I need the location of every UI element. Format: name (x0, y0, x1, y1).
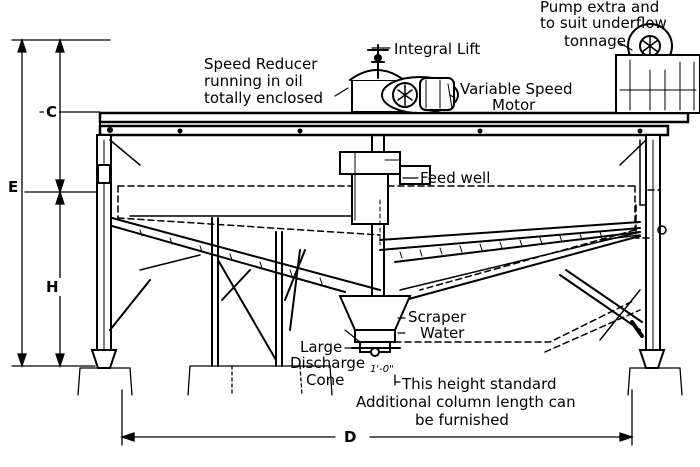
label-integral-lift: Integral Lift (394, 40, 481, 58)
label-speed-reducer-line1: Speed Reducer (204, 55, 318, 73)
label-variable-speed-line1: Variable Speed (460, 80, 573, 98)
label-large-discharge-line2: Discharge (290, 354, 366, 372)
dimension-label-h: H (44, 278, 61, 296)
discharge-cone (338, 295, 644, 357)
label-height-note-line1: This height standard (402, 375, 557, 393)
pump-unit (615, 23, 700, 114)
footings (77, 365, 683, 396)
label-feed-well: Feed well (420, 169, 491, 187)
label-height-note-line3: be furnished (415, 411, 509, 429)
label-water: Water (420, 324, 465, 342)
drive-unit (349, 44, 459, 114)
dimension-lines-vertical (11, 37, 111, 369)
central-shaft (339, 134, 431, 301)
pump-pipe (635, 139, 667, 281)
rake-arms (111, 215, 641, 301)
dimension-label-c: C (44, 103, 60, 121)
label-pump-line1: Pump extra and (540, 0, 660, 16)
inner-supports (139, 217, 643, 367)
dimension-label-e: E (6, 178, 21, 196)
label-pump-line2: to suit underflow (540, 14, 667, 32)
label-large-discharge-line1: Large (300, 338, 343, 356)
bridge-truss (98, 111, 690, 137)
label-large-discharge-line3: Cone (306, 371, 345, 389)
dimension-line-d (119, 389, 635, 446)
dimension-label-d: D (344, 428, 357, 446)
label-speed-reducer-line3: totally enclosed (204, 89, 324, 107)
leader-lines (334, 41, 633, 383)
label-height-note-line2: Additional column length can (356, 393, 576, 411)
label-speed-reducer-line2: running in oil (204, 72, 303, 90)
label-one-foot: 1'-0" (370, 364, 394, 375)
label-scraper: Scraper (408, 308, 467, 326)
label-variable-speed-line2: Motor (492, 96, 536, 114)
label-pump-line3: tonnage (564, 32, 627, 50)
